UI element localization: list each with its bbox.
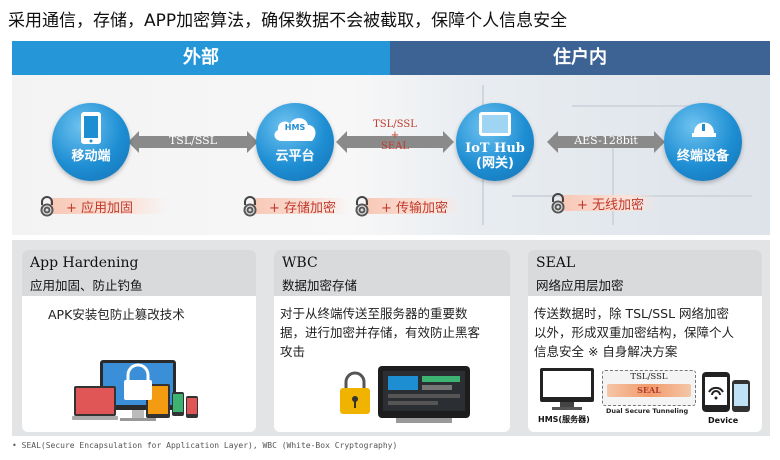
cloud-node-label: 云平台	[275, 149, 315, 164]
server-monitor-icon	[540, 368, 594, 410]
card-wbc: WBC 数据加密存储 对于从终端传送至服务器的重要数 据，进行加密并存储，有效防…	[274, 250, 510, 432]
external-zone-header: 外部	[12, 41, 390, 83]
link-mobile-cloud-label: TSL/SSL	[168, 134, 218, 147]
tag-highlight	[253, 198, 349, 214]
link-cloud-hub-labels: TSL/SSL + SEAL	[336, 119, 454, 152]
internal-zone-header: 住户内	[390, 41, 770, 83]
link-mobile-cloud: TSL/SSL	[128, 131, 258, 153]
card-wbc-body-line2: 据，进行加密并存储，有效防止黑客	[280, 325, 481, 340]
iot-hub-node: IoT Hub (网关)	[456, 103, 534, 181]
card-header: SEAL 网络应用层加密	[528, 250, 762, 296]
card-wbc-body-line1: 对于从终端传送至服务器的重要数	[280, 306, 468, 321]
link-cloud-hub-label-1: TSL/SSL	[373, 119, 417, 130]
tag-storage-encryption-text: + 存储加密	[269, 201, 337, 216]
seal-diagram-tsl-label: TSL/SSL	[630, 372, 668, 382]
tag-app-hardening: + 应用加固	[36, 195, 166, 217]
devices-illustration	[72, 360, 198, 421]
tag-wireless-encryption-text: + 无线加密	[577, 198, 645, 213]
link-hub-device-label: AES-128bit	[574, 134, 638, 147]
iot-hub-node-sublabel: (网关)	[476, 156, 514, 171]
card-seal-body-line2: 以外，形成双重加密结构，保障个人	[534, 325, 735, 340]
card-app-body: APK安装包防止篡改技术	[48, 307, 185, 322]
secure-terminal-illustration	[340, 366, 470, 423]
double-arrow-icon	[128, 131, 258, 153]
lock-icon	[355, 196, 369, 217]
card-seal-body-line1: 传送数据时，除 TSL/SSL 网络加密	[534, 306, 730, 321]
card-seal-body-line3: 信息安全 ※ 自身解决方案	[534, 344, 678, 359]
tsl-tunnel: TSL/SSL SEAL	[602, 370, 696, 406]
device-node-label: 终端设备	[676, 149, 729, 164]
card-wbc-body: 对于从终端传送至服务器的重要数 据，进行加密并存储，有效防止黑客 攻击	[280, 304, 480, 361]
tag-highlight	[561, 195, 657, 211]
lock-icon	[243, 196, 257, 217]
link-cloud-hub	[336, 131, 454, 153]
cloud-badge: HMS	[284, 123, 306, 132]
link-hub-device: AES-128bit	[547, 131, 665, 153]
smartphone-icon	[81, 112, 101, 144]
room-decoration	[572, 105, 722, 107]
card-seal-title: SEAL	[536, 255, 576, 271]
card-seal-body: 传送数据时，除 TSL/SSL 网络加密 以外，形成双重加密结构，保障个人 信息…	[534, 304, 734, 361]
tag-wireless-encryption: + 无线加密	[547, 192, 657, 214]
page-title: 采用通信，存储，APP加密算法，确保数据不会被截取，保障个人信息安全	[8, 11, 568, 31]
footnote: • SEAL(Secure Encapsulation for Applicat…	[12, 441, 398, 450]
tablet-icon	[479, 112, 511, 136]
tag-highlight	[50, 198, 166, 214]
cloud-icon	[274, 118, 316, 141]
device-phones-icon	[702, 372, 750, 412]
mobile-node: 移动端	[52, 103, 130, 181]
tag-transport-encryption: + 传输加密	[351, 195, 461, 217]
seal-inner-tunnel: SEAL	[607, 384, 691, 397]
seal-diagram-device-label: Device	[708, 416, 739, 425]
seal-diagram-tunnel-label: Dual Secure Tunneling	[606, 407, 689, 415]
seal-diagram-seal-label: SEAL	[637, 385, 661, 395]
tag-transport-encryption-text: + 传输加密	[381, 201, 449, 216]
double-arrow-icon	[336, 131, 454, 153]
alarm-device-icon	[692, 122, 716, 137]
card-header: App Hardening 应用加固、防止钓鱼	[22, 250, 256, 296]
card-header: WBC 数据加密存储	[274, 250, 510, 296]
link-cloud-hub-label-2: +	[390, 130, 400, 141]
device-node: 终端设备	[664, 103, 742, 181]
tag-app-hardening-text: + 应用加固	[66, 201, 134, 216]
link-cloud-hub-label-3: SEAL	[380, 141, 409, 152]
cloud-node: HMS 云平台	[256, 103, 334, 181]
card-app-subtitle: 应用加固、防止钓鱼	[30, 278, 143, 293]
card-app-hardening: App Hardening 应用加固、防止钓鱼 APK安装包防止篡改技术	[22, 250, 256, 432]
card-wbc-subtitle: 数据加密存储	[282, 278, 358, 293]
tag-highlight	[365, 198, 461, 214]
tag-storage-encryption: + 存储加密	[239, 195, 349, 217]
mobile-node-label: 移动端	[71, 149, 111, 164]
double-arrow-icon	[547, 131, 665, 153]
card-wbc-body-line3: 攻击	[280, 344, 306, 359]
lock-icon	[551, 193, 565, 214]
external-zone-label: 外部	[183, 47, 219, 68]
lock-icon	[40, 196, 54, 217]
card-app-title: App Hardening	[30, 255, 139, 271]
room-decoration	[612, 135, 614, 225]
card-seal: SEAL 网络应用层加密 传送数据时，除 TSL/SSL 网络加密 以外，形成双…	[528, 250, 762, 432]
card-seal-subtitle: 网络应用层加密	[536, 278, 624, 293]
internal-zone-label: 住户内	[553, 47, 607, 68]
card-wbc-title: WBC	[282, 255, 318, 271]
iot-hub-node-label: IoT Hub	[465, 141, 525, 156]
seal-diagram-hms-label: HMS(服务器)	[538, 415, 590, 424]
